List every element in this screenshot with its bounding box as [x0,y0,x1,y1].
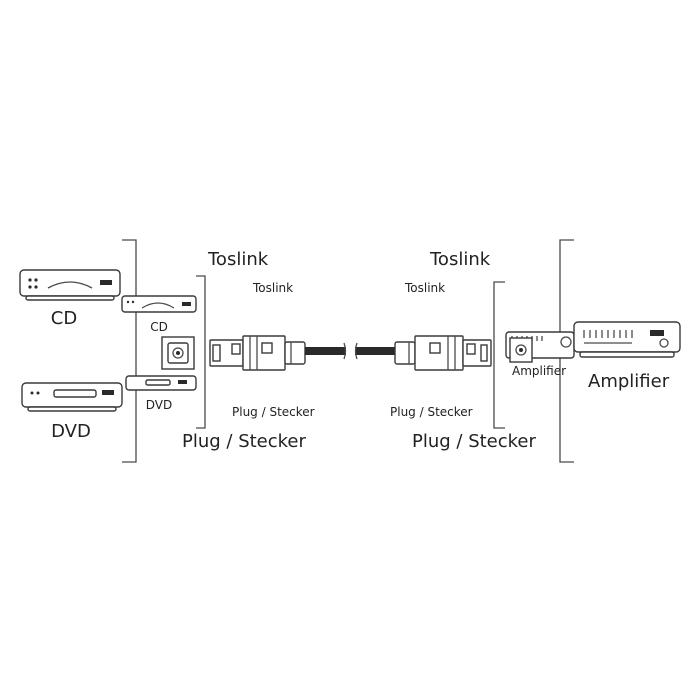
plug-left-label: Plug / Stecker [182,431,307,452]
plug-left-small-label: Plug / Stecker [232,405,315,419]
toslink-left-label: Toslink [207,249,269,270]
left-source-bracket [122,239,137,463]
plug-right-small-label: Plug / Stecker [390,405,473,419]
plug-right-label: Plug / Stecker [412,431,537,452]
optical-port-source-icon [161,336,195,370]
right-plug-bracket [493,281,505,429]
dvd-label: DVD [51,421,91,442]
amplifier-icon [573,321,681,358]
cd-player-small-icon [121,295,197,313]
amplifier-small-icon [505,331,575,363]
cd-player-icon [19,269,121,301]
toslink-right-small-label: Toslink [404,281,445,295]
toslink-plug-left-icon [209,335,306,371]
dvd-small-label: DVD [146,398,172,412]
toslink-left-small-label: Toslink [252,281,293,295]
cd-label: CD [51,308,77,329]
amplifier-label: Amplifier [588,371,670,392]
dvd-player-small-icon [125,375,197,391]
toslink-plug-right-icon [394,335,492,371]
cd-small-label: CD [150,320,168,334]
amplifier-small-label: Amplifier [512,364,566,378]
dvd-player-icon [21,382,123,412]
left-plug-bracket [196,275,206,429]
optical-cable [305,342,395,360]
toslink-right-label: Toslink [429,249,491,270]
